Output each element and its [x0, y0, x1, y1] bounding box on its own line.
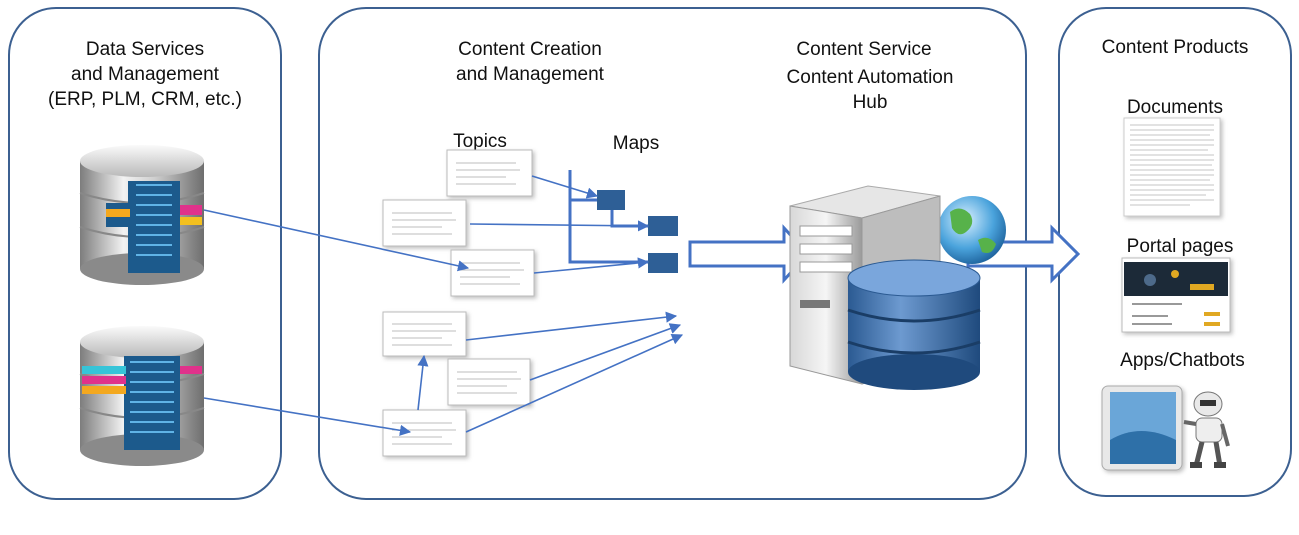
topic-document-icon: [447, 358, 531, 406]
data-services-title: Data Services and Management (ERP, PLM, …: [48, 39, 242, 110]
topic-document-icon: [382, 199, 467, 247]
database-icon: [847, 259, 981, 390]
robot-icon: [1183, 391, 1230, 468]
map-tree: [568, 170, 650, 264]
map-node-icon: [648, 253, 678, 273]
block-arrow-icon: [966, 224, 1081, 284]
map-node-icon: [597, 190, 625, 210]
content-service-title: Content Service Content Automation Hub: [786, 39, 954, 113]
tablet-icon: [1101, 385, 1183, 471]
document-page-icon: [1123, 117, 1221, 217]
topic-document-icon: [450, 249, 535, 297]
content-products-panel: [1058, 7, 1292, 497]
topic-document-icon: [382, 311, 467, 357]
portal-pages-label: Portal pages: [1126, 236, 1234, 257]
database-icon: [79, 326, 205, 466]
documents-label: Documents: [1126, 97, 1224, 118]
content-products-title: Content Products: [1101, 37, 1249, 58]
connectors: [203, 175, 684, 436]
map-node-icon: [648, 216, 678, 236]
maps-label: Maps: [612, 133, 660, 154]
topic-document-icon: [382, 409, 467, 457]
portal-page-icon: [1121, 257, 1231, 333]
content-creation-title: Content Creation and Management: [456, 39, 604, 85]
apps-chatbots-label: Apps/Chatbots: [1120, 350, 1245, 371]
topic-document-icon: [446, 149, 533, 197]
topics-label: Topics: [453, 131, 507, 152]
database-icon: [79, 145, 205, 285]
globe-icon: [938, 196, 1006, 264]
